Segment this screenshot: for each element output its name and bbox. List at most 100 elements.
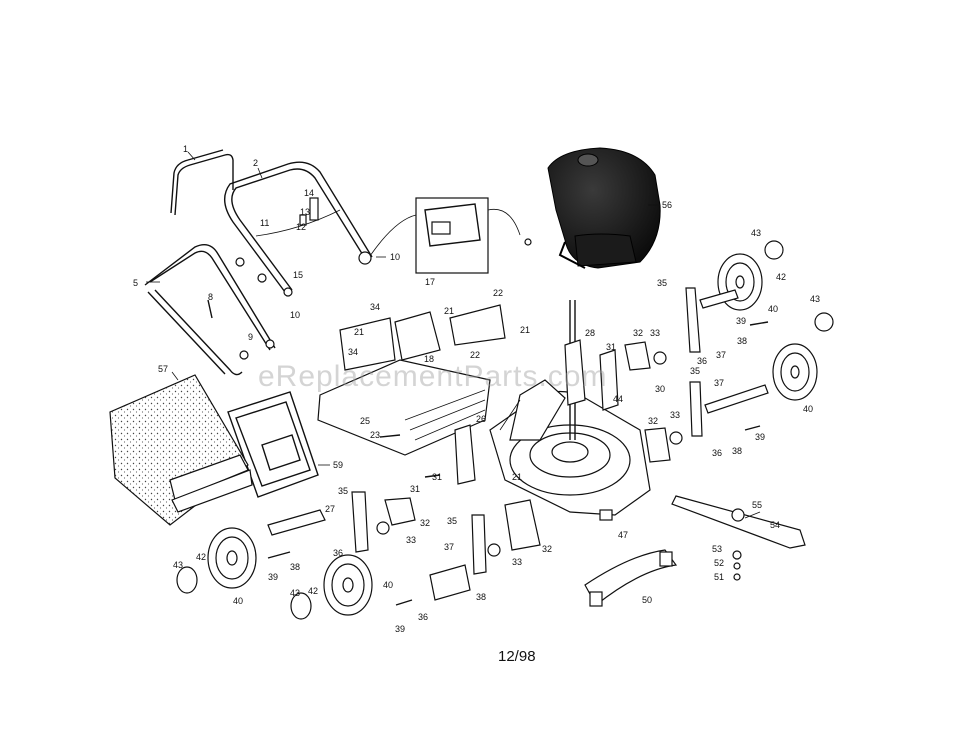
callout-57: 57 [158, 364, 168, 374]
callout-21: 21 [520, 325, 530, 335]
callout-40: 40 [383, 580, 393, 590]
upper-handle-control-bar [170, 149, 234, 216]
callout-21: 21 [444, 306, 454, 316]
grass-bag [109, 374, 253, 526]
engine [547, 147, 661, 269]
height-adjuster-brackets [351, 287, 703, 575]
callout-34: 34 [348, 347, 358, 357]
mower-blade [671, 495, 806, 581]
callout-23: 23 [370, 430, 380, 440]
callout-59: 59 [333, 460, 343, 470]
rear-wheel-right [290, 554, 373, 620]
control-box [415, 197, 532, 274]
callout-42: 42 [196, 552, 206, 562]
part-callouts: 1 2 5 8 9 10 10 11 12 13 14 15 17 18 21 … [133, 144, 820, 634]
callout-17: 17 [425, 277, 435, 287]
callout-42: 42 [776, 272, 786, 282]
callout-26: 26 [476, 414, 486, 424]
callout-12: 12 [296, 222, 306, 232]
callout-53: 53 [712, 544, 722, 554]
callout-27: 27 [325, 504, 335, 514]
callout-32: 32 [542, 544, 552, 554]
callout-37: 37 [444, 542, 454, 552]
callout-28: 28 [585, 328, 595, 338]
callout-5: 5 [133, 278, 138, 288]
callout-35: 35 [690, 366, 700, 376]
callout-11: 11 [260, 218, 269, 228]
grass-bag-frame [227, 391, 319, 498]
callout-44: 44 [613, 394, 623, 404]
callout-15: 15 [293, 270, 303, 280]
callout-36: 36 [418, 612, 428, 622]
callout-50: 50 [642, 595, 652, 605]
callout-35: 35 [447, 516, 457, 526]
callout-42: 42 [308, 586, 318, 596]
callout-32: 32 [633, 328, 643, 338]
callout-40: 40 [233, 596, 243, 606]
callout-39: 39 [395, 624, 405, 634]
leader-lines [146, 151, 761, 519]
callout-43: 43 [173, 560, 183, 570]
callout-37: 37 [716, 350, 726, 360]
callout-31: 31 [410, 484, 420, 494]
callout-36: 36 [697, 356, 707, 366]
callout-22: 22 [493, 288, 503, 298]
callout-40: 40 [803, 404, 813, 414]
callout-21: 21 [512, 472, 522, 482]
callout-56: 56 [662, 200, 672, 210]
callout-43: 43 [810, 294, 820, 304]
callout-43: 43 [751, 228, 761, 238]
mower-deck [489, 300, 651, 521]
callout-31: 31 [606, 342, 616, 352]
callout-55: 55 [752, 500, 762, 510]
callout-39: 39 [736, 316, 746, 326]
callout-2: 2 [253, 158, 258, 168]
callout-32: 32 [648, 416, 658, 426]
callout-22: 22 [470, 350, 480, 360]
callout-37: 37 [714, 378, 724, 388]
callout-31: 31 [432, 472, 442, 482]
callout-25: 25 [360, 416, 370, 426]
callout-8: 8 [208, 292, 213, 302]
callout-33: 33 [650, 328, 660, 338]
callout-34: 34 [370, 302, 380, 312]
callout-33: 33 [512, 557, 522, 567]
callout-35: 35 [657, 278, 667, 288]
callout-51: 51 [714, 572, 724, 582]
callout-10: 10 [290, 310, 300, 320]
washers [376, 351, 683, 557]
callout-21: 21 [354, 327, 364, 337]
height-cams [384, 341, 671, 551]
upper-handle [224, 161, 373, 293]
callout-38: 38 [476, 592, 486, 602]
callout-33: 33 [406, 535, 416, 545]
callout-43: 43 [290, 588, 300, 598]
date-code: 12/98 [498, 648, 536, 665]
callout-38: 38 [290, 562, 300, 572]
callout-36: 36 [712, 448, 722, 458]
callout-14: 14 [304, 188, 314, 198]
front-wheel-lower [772, 312, 834, 401]
bolts [267, 321, 769, 606]
callout-1: 1 [183, 144, 188, 154]
callout-38: 38 [732, 446, 742, 456]
callout-52: 52 [714, 558, 724, 568]
callout-40: 40 [768, 304, 778, 314]
callout-13: 13 [300, 207, 310, 217]
watermark-text: eReplacementParts.com [258, 360, 608, 393]
callout-39: 39 [268, 572, 278, 582]
axles [267, 289, 769, 601]
callout-39: 39 [755, 432, 765, 442]
baffle [584, 549, 678, 607]
callout-30: 30 [655, 384, 665, 394]
callout-18: 18 [424, 354, 434, 364]
callout-33: 33 [670, 410, 680, 420]
rear-wheel-left [176, 527, 257, 594]
callout-54: 54 [770, 520, 780, 530]
callout-32: 32 [420, 518, 430, 528]
callout-10: 10 [390, 252, 400, 262]
callout-47: 47 [618, 530, 628, 540]
lower-handle [144, 244, 293, 376]
rear-chute [317, 304, 506, 456]
